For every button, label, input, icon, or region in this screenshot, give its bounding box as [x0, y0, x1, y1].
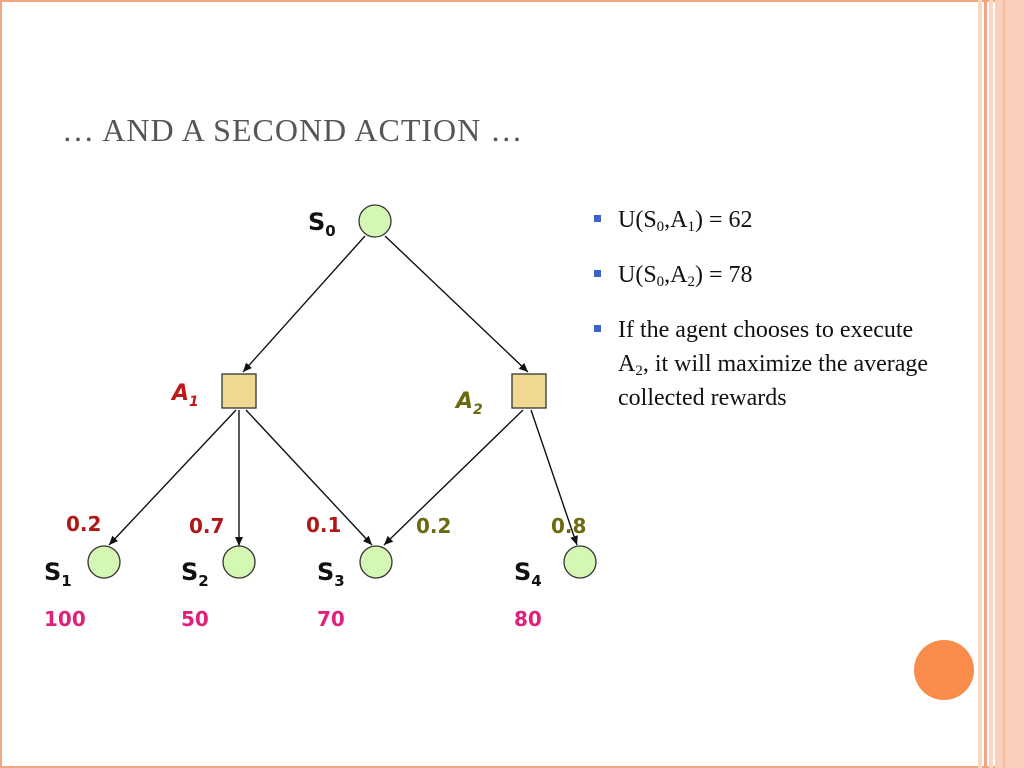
state-node-s3: [359, 545, 393, 579]
prob-a2-s3: 0.2: [416, 514, 451, 538]
slide-border-top: [0, 0, 1024, 2]
edge-s0-a2: [384, 235, 529, 373]
edge-a1-s1: [108, 409, 237, 546]
edge-a2-s4: [530, 409, 578, 546]
state-node-s0: [358, 204, 392, 238]
bullet-conclusion: If the agent chooses to execute A2, it w…: [592, 313, 932, 415]
slide-title: … and a second action …: [62, 112, 524, 148]
state-label-s4: S4: [514, 558, 542, 590]
action-label-a1: A1: [170, 381, 199, 410]
state-node-s1: [87, 545, 121, 579]
decorative-orange-circle: [914, 640, 974, 700]
prob-a1-s3: 0.1: [306, 513, 341, 537]
reward-s4: 80: [514, 607, 542, 631]
decor-stripe: [995, 0, 1024, 768]
edge-a2-s3: [383, 409, 524, 546]
slide-border-left: [0, 0, 2, 768]
state-label-s0: S0: [308, 208, 336, 240]
state-label-s3: S3: [317, 558, 345, 590]
decor-stripe: [1003, 0, 1005, 768]
prob-a1-s1: 0.2: [66, 512, 101, 536]
decor-stripe: [984, 0, 987, 768]
action-node-a1: [221, 373, 257, 409]
action-label-a2: A2: [454, 389, 483, 418]
reward-s2: 50: [181, 607, 209, 631]
decor-stripe: [978, 0, 982, 768]
state-node-s4: [563, 545, 597, 579]
bullet-utility-a2: U(S0,A2) = 78: [592, 258, 932, 292]
edge-s0-a1: [242, 235, 366, 373]
state-node-s2: [222, 545, 256, 579]
prob-a2-s4: 0.8: [551, 514, 586, 538]
edge-a1-s3: [245, 409, 373, 546]
state-label-s1: S1: [44, 558, 72, 590]
state-label-s2: S2: [181, 558, 209, 590]
bullet-list: U(S0,A1) = 62 U(S0,A2) = 78 If the agent…: [592, 203, 932, 436]
bullet-utility-a1: U(S0,A1) = 62: [592, 203, 932, 237]
reward-s1: 100: [44, 607, 86, 631]
action-node-a2: [511, 373, 547, 409]
decor-stripe: [989, 0, 993, 768]
slide-border-bottom: [0, 766, 1024, 768]
reward-s3: 70: [317, 607, 345, 631]
prob-a1-s2: 0.7: [189, 514, 224, 538]
